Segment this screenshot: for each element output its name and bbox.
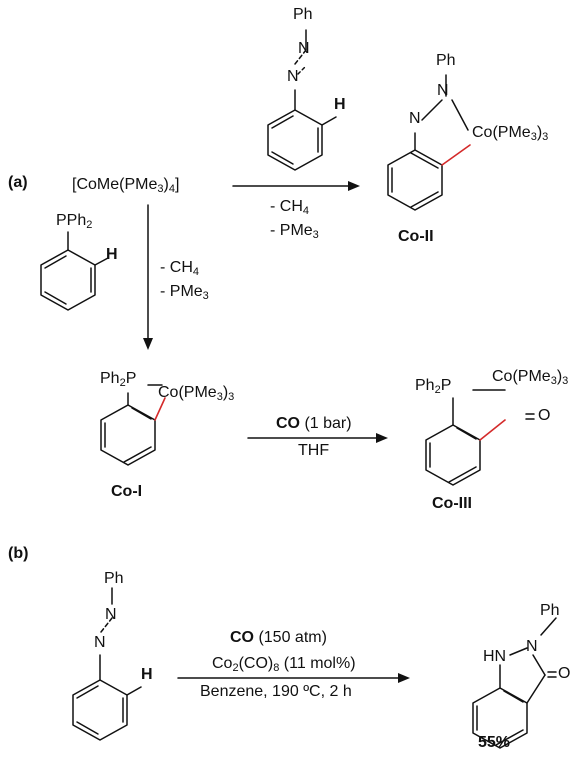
arrow-co-conditions: CO (1 bar) bbox=[276, 415, 352, 432]
co-start-complex: [CoMe(PMe3)4] bbox=[72, 176, 180, 195]
co-ii-n-ring: N bbox=[409, 110, 421, 127]
azo-top-ph: Ph bbox=[293, 6, 313, 23]
co-iii-new-bond bbox=[479, 419, 506, 441]
panel-b-label: (b) bbox=[8, 545, 29, 562]
co-ii-cobalt: Co(PMe3)3 bbox=[472, 124, 549, 143]
arrow-head-right-co bbox=[376, 433, 388, 443]
co-i-new-bond bbox=[154, 397, 166, 421]
arrows bbox=[147, 185, 401, 679]
co-iii-oxygen: O bbox=[538, 407, 551, 424]
co-i-structure bbox=[100, 384, 163, 466]
arrow-head-right-b bbox=[398, 673, 410, 683]
azo-b-n1: N bbox=[105, 606, 117, 623]
co-i-cobalt: Co(PMe3)3 bbox=[158, 384, 235, 403]
arrow-head-down-a bbox=[143, 338, 153, 350]
co-iii-structure bbox=[425, 389, 535, 486]
azobenzene-top-structure bbox=[267, 29, 337, 171]
azo-b-ph: Ph bbox=[104, 570, 124, 587]
product-b-n: N bbox=[526, 638, 538, 655]
co-ii-n-top: N bbox=[437, 82, 449, 99]
product-b-structure bbox=[472, 617, 557, 749]
co-ii-structure bbox=[387, 74, 469, 211]
arrow-head-right-a bbox=[348, 181, 360, 191]
arrow-a-down-loss-ch4: - CH4 bbox=[160, 259, 200, 278]
product-b-yield: 55% bbox=[478, 734, 511, 751]
arrow-a-right-loss-ch4: - CH4 bbox=[270, 198, 310, 217]
phosphine-pph2: PPh2 bbox=[56, 212, 93, 231]
co-iii-cobalt: Co(PMe3)3 bbox=[492, 368, 569, 387]
arrow-b-solvent-temp-time: Benzene, 190 ºC, 2 h bbox=[200, 683, 352, 700]
azo-b-h: H bbox=[141, 666, 153, 683]
azo-top-n2: N bbox=[287, 68, 299, 85]
product-b-hn: HN bbox=[483, 648, 507, 665]
arrow-a-down-loss-pme3: - PMe3 bbox=[160, 283, 209, 302]
co-iii-label: Co-III bbox=[432, 495, 472, 512]
arrow-b-catalyst: Co2(CO)8 (11 mol%) bbox=[212, 655, 356, 674]
azo-b-n2: N bbox=[94, 634, 106, 651]
azo-top-h: H bbox=[334, 96, 346, 113]
product-b-ph: Ph bbox=[540, 602, 560, 619]
phosphine-structure bbox=[40, 231, 109, 311]
co-ii-label: Co-II bbox=[398, 228, 434, 245]
arrow-b-pressure: CO (150 atm) bbox=[230, 629, 327, 646]
co-iii-ph2p: Ph2P bbox=[415, 377, 452, 396]
co-ii-new-bond bbox=[441, 144, 471, 166]
azobenzene-bottom-structure bbox=[72, 587, 142, 741]
panel-a-label: (a) bbox=[8, 174, 28, 191]
arrow-a-right-loss-pme3: - PMe3 bbox=[270, 222, 319, 241]
co-i-ph2p: Ph2P bbox=[100, 370, 137, 389]
phosphine-h: H bbox=[106, 246, 118, 263]
product-b-oxygen: O bbox=[558, 665, 571, 682]
co-ii-ph: Ph bbox=[436, 52, 456, 69]
co-i-label: Co-I bbox=[111, 483, 143, 500]
azo-top-n1: N bbox=[298, 40, 310, 57]
arrow-co-solvent: THF bbox=[298, 442, 330, 459]
